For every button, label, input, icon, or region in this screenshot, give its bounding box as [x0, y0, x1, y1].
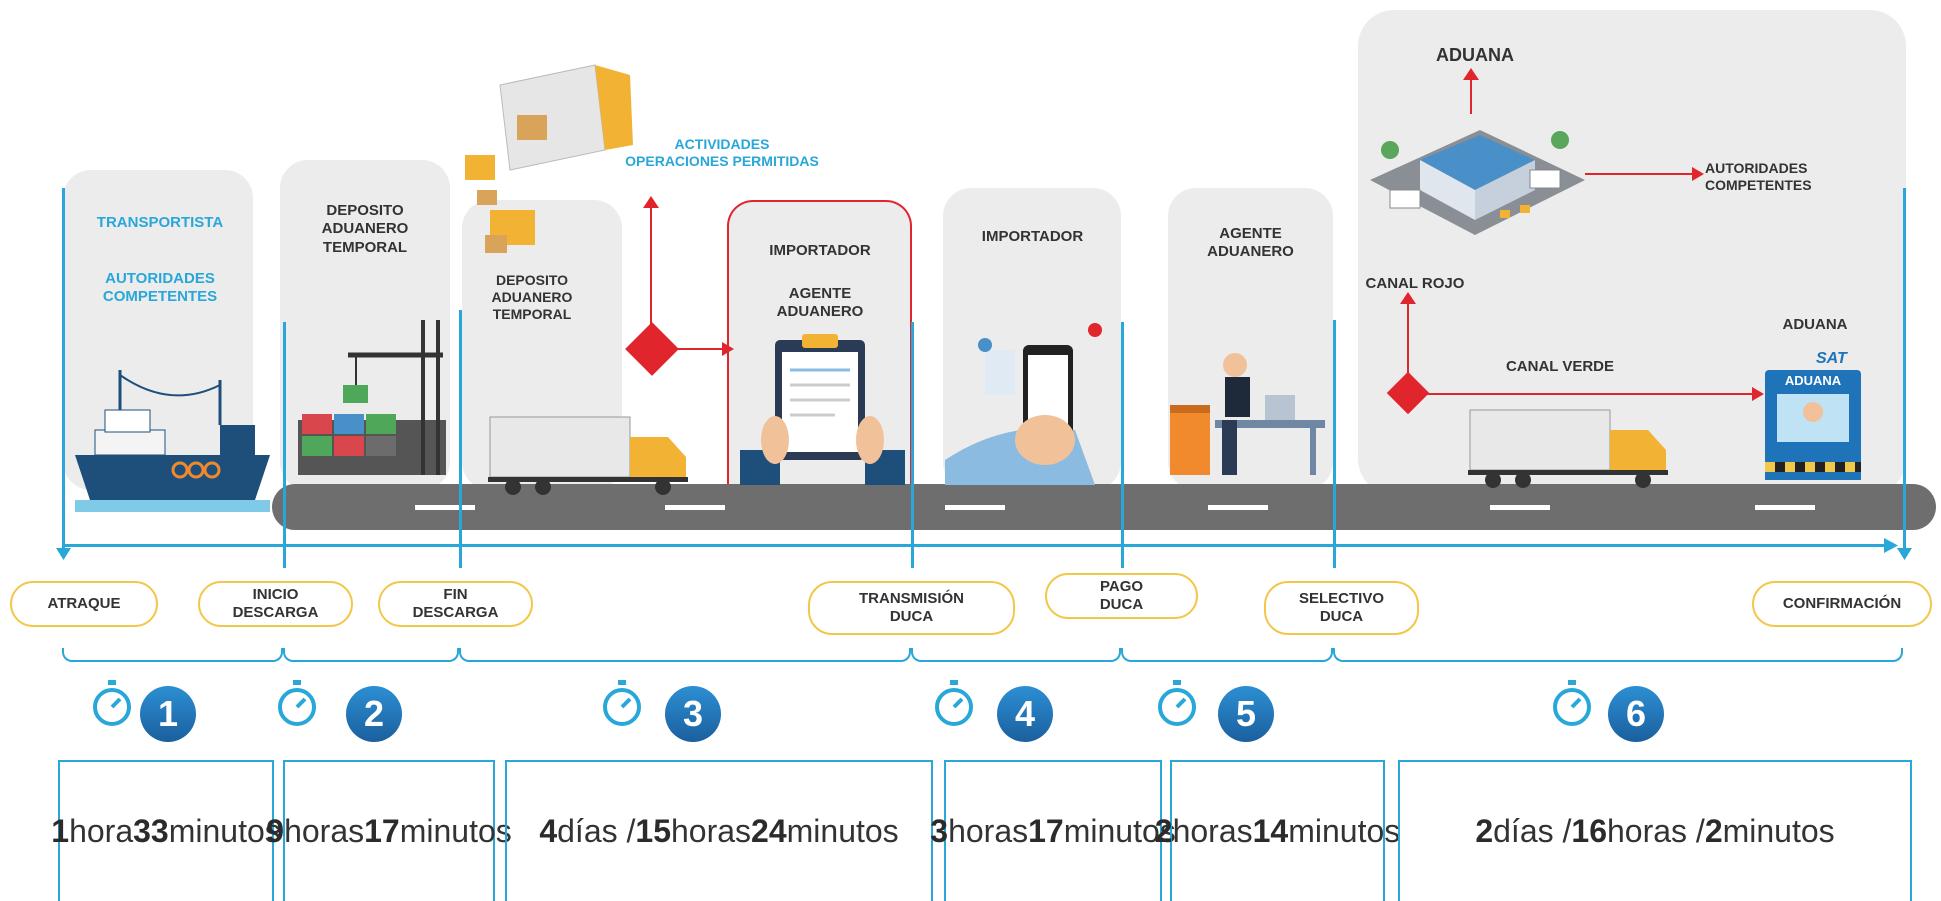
bracket-step-5 [1121, 648, 1333, 662]
phone-illustration [945, 323, 1102, 485]
milestone-selectivo-duca: SELECTIVO DUCA [1264, 581, 1419, 635]
milestone-arrow-down-icon [56, 548, 71, 560]
road-dash [665, 505, 725, 510]
milestone-line-fin-descarga [459, 310, 462, 568]
aduana-booth-sign: ADUANA [1784, 373, 1842, 388]
red-arrow-right-1 [666, 348, 726, 350]
bracket-step-2 [283, 648, 459, 662]
step-badge-4: 4 [997, 686, 1053, 742]
milestone-confirmacion: CONFIRMACIÓN [1752, 581, 1932, 627]
arrow-right-icon [722, 342, 734, 356]
red-arrow-right-autoridades [1585, 173, 1695, 175]
milestone-line-transmision [911, 322, 914, 568]
milestone-atraque: ATRAQUE [10, 581, 158, 627]
label-aduana-right: ADUANA [1782, 316, 1848, 333]
label-deposito-aduanero-1: DEPOSITO ADUANERO TEMPORAL [321, 202, 409, 256]
milestone-line-confirmacion [1903, 188, 1906, 550]
label-importador-2: IMPORTADOR [981, 228, 1084, 245]
arrow-right-icon [1752, 387, 1764, 401]
bracket-step-1 [62, 648, 283, 662]
bracket-step-6 [1333, 648, 1903, 662]
milestone-arrow-down-icon [1897, 548, 1912, 560]
red-arrow-up-aduana [1470, 76, 1472, 114]
label-canal-rojo: CANAL ROJO [1365, 275, 1465, 292]
step-badge-5: 5 [1218, 686, 1274, 742]
road-dash [1208, 505, 1268, 510]
truck-illustration-2 [1468, 409, 1668, 488]
agent-desk-illustration [1170, 353, 1325, 475]
time-box-step-6: 2 días / 16 horas / 2 minutos [1398, 760, 1912, 901]
label-agente-aduanero-1: AGENTE ADUANERO [776, 285, 864, 321]
road-dash [1755, 505, 1815, 510]
milestone-fin-descarga: FIN DESCARGA [378, 581, 533, 627]
label-autoridades-competentes-1: AUTORIDADES COMPETENTES [102, 270, 218, 306]
clipboard-illustration [740, 334, 905, 485]
stopwatch-icon [1158, 680, 1196, 726]
truck-illustration-1 [488, 416, 688, 495]
milestone-pago-duca: PAGO DUCA [1045, 573, 1198, 619]
arrow-up-icon [1400, 292, 1416, 304]
stopwatch-icon [1553, 680, 1591, 726]
label-autoridades-competentes-2: AUTORIDADES COMPETENTES [1705, 160, 1812, 194]
red-arrow-up-canal-rojo [1407, 300, 1409, 380]
red-arrow-right-canal-verde [1425, 393, 1755, 395]
timeline-arrow-right-icon [1884, 538, 1898, 553]
milestone-line-atraque [62, 188, 65, 550]
bracket-step-3 [459, 648, 911, 662]
stopwatch-icon [935, 680, 973, 726]
aduana-booth: ADUANA [1765, 370, 1861, 480]
step-badge-3: 3 [665, 686, 721, 742]
milestone-line-pago [1121, 322, 1124, 568]
milestone-inicio-descarga: INICIO DESCARGA [198, 581, 353, 627]
step-badge-2: 2 [346, 686, 402, 742]
label-importador-1: IMPORTADOR [769, 242, 871, 259]
port-crane-illustration [298, 320, 446, 475]
milestone-line-selectivo [1333, 320, 1336, 568]
road-dash [1490, 505, 1550, 510]
milestone-line-inicio-descarga [283, 322, 286, 568]
arrow-right-icon [1692, 167, 1704, 181]
bracket-step-4 [911, 648, 1121, 662]
warehouse-illustration [1370, 130, 1585, 235]
booth-officer [1803, 402, 1823, 422]
label-canal-verde: CANAL VERDE [1505, 358, 1615, 375]
sat-logo: SAT [1816, 350, 1847, 367]
road-dash [415, 505, 475, 510]
timeline-axis [62, 544, 1887, 547]
ship-illustration [75, 370, 270, 512]
stopwatch-icon [278, 680, 316, 726]
arrow-up-icon [1463, 68, 1479, 80]
milestone-transmision-duca: TRANSMISIÓN DUCA [808, 581, 1015, 635]
booth-stripe [1765, 462, 1861, 472]
label-aduana-top: ADUANA [1436, 45, 1514, 65]
label-transportista: TRANSPORTISTA [96, 214, 224, 231]
stopwatch-icon [93, 680, 131, 726]
label-actividades: ACTIVIDADES OPERACIONES PERMITIDAS [625, 136, 819, 170]
label-agente-aduanero-2: AGENTE ADUANERO [1207, 225, 1294, 261]
stopwatch-icon [603, 680, 641, 726]
red-arrow-up-1 [650, 205, 652, 333]
step-badge-1: 1 [140, 686, 196, 742]
truck-forklift-illustration [465, 64, 633, 253]
arrow-up-icon [643, 196, 659, 208]
road-dash [945, 505, 1005, 510]
label-deposito-aduanero-2: DEPOSITO ADUANERO TEMPORAL [491, 272, 573, 323]
step-badge-6: 6 [1608, 686, 1664, 742]
